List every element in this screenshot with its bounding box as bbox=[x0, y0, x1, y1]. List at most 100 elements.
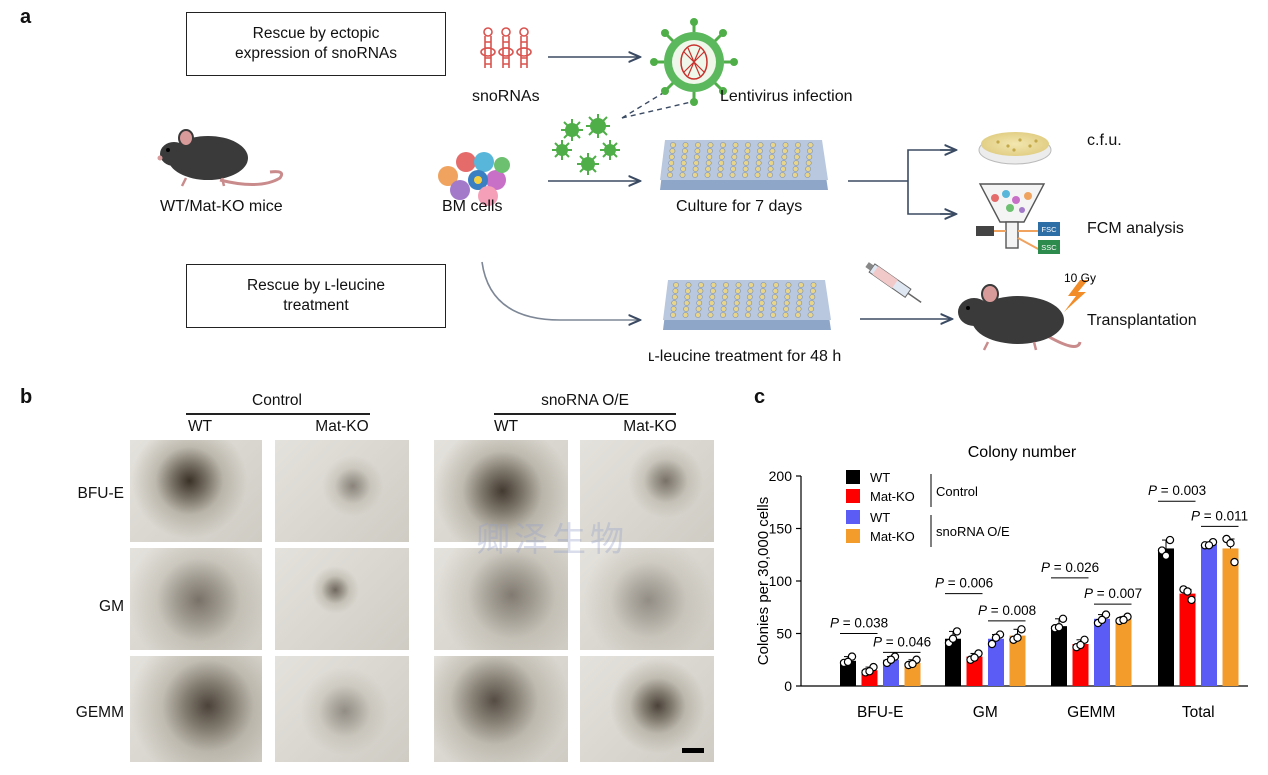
micrograph-gm-matko-control bbox=[275, 548, 409, 650]
micrograph-gemm-matko-control bbox=[275, 656, 409, 762]
mouse-icon bbox=[157, 129, 284, 187]
col-matko-control: Mat-KO bbox=[315, 418, 369, 435]
data-point bbox=[1165, 535, 1175, 545]
p-value-label: P = 0.008 bbox=[978, 603, 1036, 618]
micrograph-gemm-matko-snorna bbox=[580, 656, 714, 762]
bar bbox=[1115, 618, 1132, 686]
chart-title: Colony number bbox=[968, 444, 1077, 461]
col-matko-snorna: Mat-KO bbox=[623, 418, 677, 435]
fcm-icon bbox=[976, 183, 1060, 254]
y-tick-label: 200 bbox=[769, 468, 793, 484]
data-point bbox=[1054, 622, 1064, 632]
y-tick-label: 50 bbox=[776, 626, 792, 642]
rescue-snorna-box: Rescue by ectopic expression of snoRNAs bbox=[186, 12, 446, 76]
micrograph-bfue-matko-snorna bbox=[580, 440, 714, 542]
lentivirus-label: Lentivirus infection bbox=[720, 88, 853, 105]
dashed-virus-link-2 bbox=[621, 99, 701, 119]
legend-label: WT bbox=[870, 510, 890, 525]
x-tick-label: GM bbox=[973, 704, 998, 721]
legend-group-label: Control bbox=[936, 484, 978, 499]
scale-bar bbox=[682, 748, 704, 753]
micrograph-gm-wt-snorna bbox=[434, 548, 568, 650]
micrograph-gemm-wt-snorna bbox=[434, 656, 568, 762]
p-value-label: P = 0.007 bbox=[1084, 586, 1142, 601]
data-point bbox=[1119, 615, 1128, 625]
data-point bbox=[1076, 640, 1085, 650]
legend-label: Mat-KO bbox=[870, 489, 915, 504]
data-point bbox=[1226, 538, 1235, 548]
p-value-label: P = 0.006 bbox=[935, 576, 993, 591]
data-point bbox=[1183, 587, 1192, 596]
legend-label: Mat-KO bbox=[870, 529, 915, 544]
data-point bbox=[1097, 615, 1107, 625]
group-control-label: Control bbox=[252, 392, 302, 409]
gy-label: 10 Gy bbox=[1064, 271, 1096, 285]
culture-plate-icon bbox=[660, 140, 828, 190]
data-point bbox=[843, 657, 853, 667]
syringe-icon bbox=[865, 262, 922, 304]
x-tick-label: Total bbox=[1182, 704, 1215, 721]
data-point bbox=[987, 639, 997, 649]
micrograph-gm-wt-control bbox=[130, 548, 262, 650]
data-point bbox=[948, 634, 958, 643]
group-control-rule bbox=[186, 413, 370, 415]
micrograph-gm-matko-snorna bbox=[580, 548, 714, 650]
data-point bbox=[1187, 595, 1196, 605]
bar bbox=[1051, 626, 1067, 686]
legend-swatch bbox=[846, 489, 860, 503]
data-point bbox=[1204, 541, 1214, 550]
x-tick-label: GEMM bbox=[1067, 704, 1115, 721]
group-snorna-label: snoRNA O/E bbox=[541, 392, 629, 409]
data-point bbox=[886, 655, 896, 664]
row-label-bfue: BFU-E bbox=[77, 485, 125, 502]
leucine-treatment-label: ʟ-leucine treatment for 48 h bbox=[648, 348, 842, 365]
leucine-plate-icon bbox=[663, 280, 831, 330]
row-label-gm: GM bbox=[99, 598, 124, 615]
legend-swatch bbox=[846, 510, 860, 524]
rescue-snorna-line2: expression of snoRNAs bbox=[235, 45, 397, 62]
fsc-label: FSC bbox=[1042, 225, 1058, 234]
bar bbox=[1179, 593, 1196, 686]
bar bbox=[1201, 544, 1217, 686]
culture-label: Culture for 7 days bbox=[676, 198, 803, 215]
data-point bbox=[1230, 557, 1239, 567]
bm-cells-label: BM cells bbox=[442, 198, 503, 215]
bar bbox=[1072, 644, 1089, 686]
cfu-label: c.f.u. bbox=[1087, 132, 1122, 149]
fcm-label: FCM analysis bbox=[1087, 220, 1184, 237]
row-label-gemm: GEMM bbox=[75, 704, 124, 721]
legend-group-label: snoRNA O/E bbox=[936, 524, 1010, 539]
bar bbox=[1158, 548, 1174, 686]
recipient-mouse-icon bbox=[958, 284, 1082, 351]
p-value-label: P = 0.046 bbox=[873, 634, 931, 649]
data-point bbox=[970, 653, 979, 662]
lightning-icon bbox=[1064, 280, 1088, 312]
snornas-label: snoRNAs bbox=[472, 88, 540, 105]
bm-cells-icon bbox=[438, 152, 510, 206]
legend-swatch bbox=[846, 529, 860, 543]
group-snorna-rule bbox=[494, 413, 676, 415]
data-point bbox=[1161, 551, 1171, 561]
rescue-snorna-line1: Rescue by ectopic bbox=[252, 25, 380, 42]
col-wt-control: WT bbox=[187, 418, 213, 435]
panel-b-label: b bbox=[20, 386, 33, 408]
bar bbox=[1009, 635, 1026, 686]
rescue-leucine-line2: treatment bbox=[283, 297, 349, 314]
bar bbox=[988, 638, 1004, 686]
bar bbox=[1222, 548, 1239, 686]
y-axis-label: Colonies per 30,000 cells bbox=[755, 497, 772, 665]
dashed-virus-link bbox=[621, 89, 669, 119]
data-point bbox=[1013, 633, 1022, 642]
y-tick-label: 0 bbox=[784, 678, 792, 694]
workflow-diagram: FSC SSC 10 Gy bbox=[157, 18, 1096, 351]
lentivirus-icon bbox=[650, 18, 738, 106]
snorna-icon bbox=[480, 27, 532, 68]
y-tick-label: 100 bbox=[769, 573, 793, 589]
micrograph-bfue-wt-control bbox=[130, 440, 262, 542]
micrograph-bfue-wt-snorna bbox=[434, 440, 568, 542]
data-point bbox=[952, 627, 962, 636]
panel-c-label: c bbox=[754, 386, 766, 408]
watermark: 卿泽生物 bbox=[476, 521, 628, 559]
p-value-label: P = 0.003 bbox=[1148, 483, 1206, 498]
